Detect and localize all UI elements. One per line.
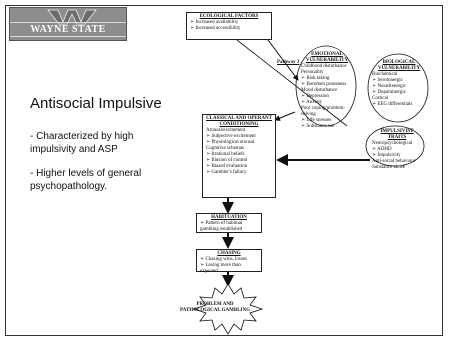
- emotional-item: ➢ Boredom proneness: [301, 82, 347, 87]
- slide-frame: [5, 5, 443, 336]
- impulsivist-item: Substance abuse: [372, 165, 405, 170]
- emotional-item: ➢ Risk taking: [301, 76, 330, 81]
- emotional-vulnerability: EMOTIONAL VULNERABILITY Childhood distur…: [301, 52, 353, 130]
- arrow-ecological-emotional: [267, 39, 299, 81]
- logo-text: WAYNE STATE: [30, 24, 106, 35]
- logo-rule-bottom: [10, 36, 126, 37]
- impulsivist-item: ➢ ADHD: [372, 147, 392, 152]
- conditioning-item: ➢ Subjective excitement: [206, 134, 256, 139]
- emotional-item: Childhood disturbance: [301, 64, 347, 69]
- emotional-item: Poor coping/problem-solving: [301, 106, 346, 117]
- emotional-ellipse: [295, 45, 357, 127]
- emotional-item: Personality: [301, 70, 324, 75]
- emotional-item: ➢ Substance use: [301, 124, 335, 129]
- bullet-impulsivity: - Characterized by high impulsivity and …: [30, 131, 134, 155]
- logo-rule-top: [10, 22, 126, 23]
- biological-title: BIOLOGICAL VULNERABILITY: [377, 60, 421, 71]
- biological-item: Cortical: [372, 96, 389, 101]
- ecological-factors-box: ECOLOGICAL FACTORS ➢ Increased availabil…: [186, 12, 272, 40]
- impulsivist-traits: IMPULSIVIST TRAITS Neuropsychological ➢ …: [372, 129, 422, 171]
- ecological-title: ECOLOGICAL FACTORS: [199, 14, 259, 19]
- biological-vulnerability: BIOLOGICAL VULNERABILITY Biochemical ➢ S…: [372, 60, 426, 108]
- impulsivist-item: Neuropsychological: [372, 141, 413, 146]
- habituation-item: ➢ Pattern of habitual gambling establish…: [200, 221, 243, 232]
- biological-item: ➢ Noradrenergic: [372, 84, 407, 89]
- outcome-burst: [192, 283, 264, 335]
- conditioning-item: ➢ Biased evaluation: [206, 164, 248, 169]
- ecological-item: ➢ Increased accessibility: [190, 26, 241, 31]
- impulsivist-item: ➢ Impulsivity: [372, 153, 401, 158]
- outcome-label: PROBLEM AND PATHOLOGICAL GAMBLING: [180, 302, 250, 313]
- conditioning-title: CLASSICAL AND OPERANT CONDITIONING: [206, 116, 272, 127]
- chasing-title: CHASING: [217, 251, 241, 256]
- emotional-item: ➢ Depression: [301, 94, 329, 99]
- impulsivist-ellipse: [365, 125, 425, 167]
- slide-heading: Antisocial Impulsive: [30, 95, 162, 112]
- emotional-item: ➢ Anxiety: [301, 100, 323, 105]
- conditioning-item: ➢ Gambler's fallacy: [206, 170, 247, 175]
- conditioning-item: Cognitive schemas: [206, 146, 244, 151]
- emotional-title: EMOTIONAL VULNERABILITY: [305, 52, 349, 63]
- chasing-item: ➢ Losing more than expected: [200, 263, 241, 274]
- conditioning-item: ➢ Irrational beliefs: [206, 152, 245, 157]
- chasing-box: CHASING ➢ Chasing wins, losses ➢ Losing …: [196, 249, 262, 274]
- habituation-title: HABITUATION: [211, 215, 247, 220]
- ecological-item: ➢ Increased availability: [190, 20, 239, 25]
- wayne-state-logo: WAYNE STATE: [9, 7, 127, 41]
- bullet-psychopathology: - Higher levels of general psychopatholo…: [30, 168, 142, 192]
- pathway-3-label: Pathway 3: [277, 60, 300, 65]
- biological-item: ➢ Dopaminergic: [372, 90, 406, 95]
- conditioning-item: Arousal/excitement: [206, 128, 246, 133]
- impulsivist-item: Anti-social behaviour: [372, 159, 416, 164]
- biological-item: Biochemical: [372, 72, 398, 77]
- habituation-box: HABITUATION ➢ Pattern of habitual gambli…: [196, 213, 262, 233]
- chasing-item: ➢ Chasing wins, losses: [200, 257, 247, 262]
- emotional-item: ➢ Life stresses: [301, 118, 332, 123]
- conditioning-item: ➢ Physiological arousal: [206, 140, 255, 145]
- emotional-item: Mood disturbance: [301, 88, 338, 93]
- conditioning-box: CLASSICAL AND OPERANT CONDITIONING Arous…: [202, 114, 276, 198]
- biological-item: ➢ EEG differentials: [372, 102, 413, 107]
- conditioning-item: ➢ Illusion of control: [206, 158, 248, 163]
- biological-item: ➢ Serotonergic: [372, 78, 403, 83]
- arrow-emotional-conditioning: [274, 111, 296, 121]
- impulsivist-title: IMPULSIVIST TRAITS: [380, 129, 414, 140]
- biological-ellipse: [367, 53, 429, 123]
- pathway-3-line: [236, 39, 348, 127]
